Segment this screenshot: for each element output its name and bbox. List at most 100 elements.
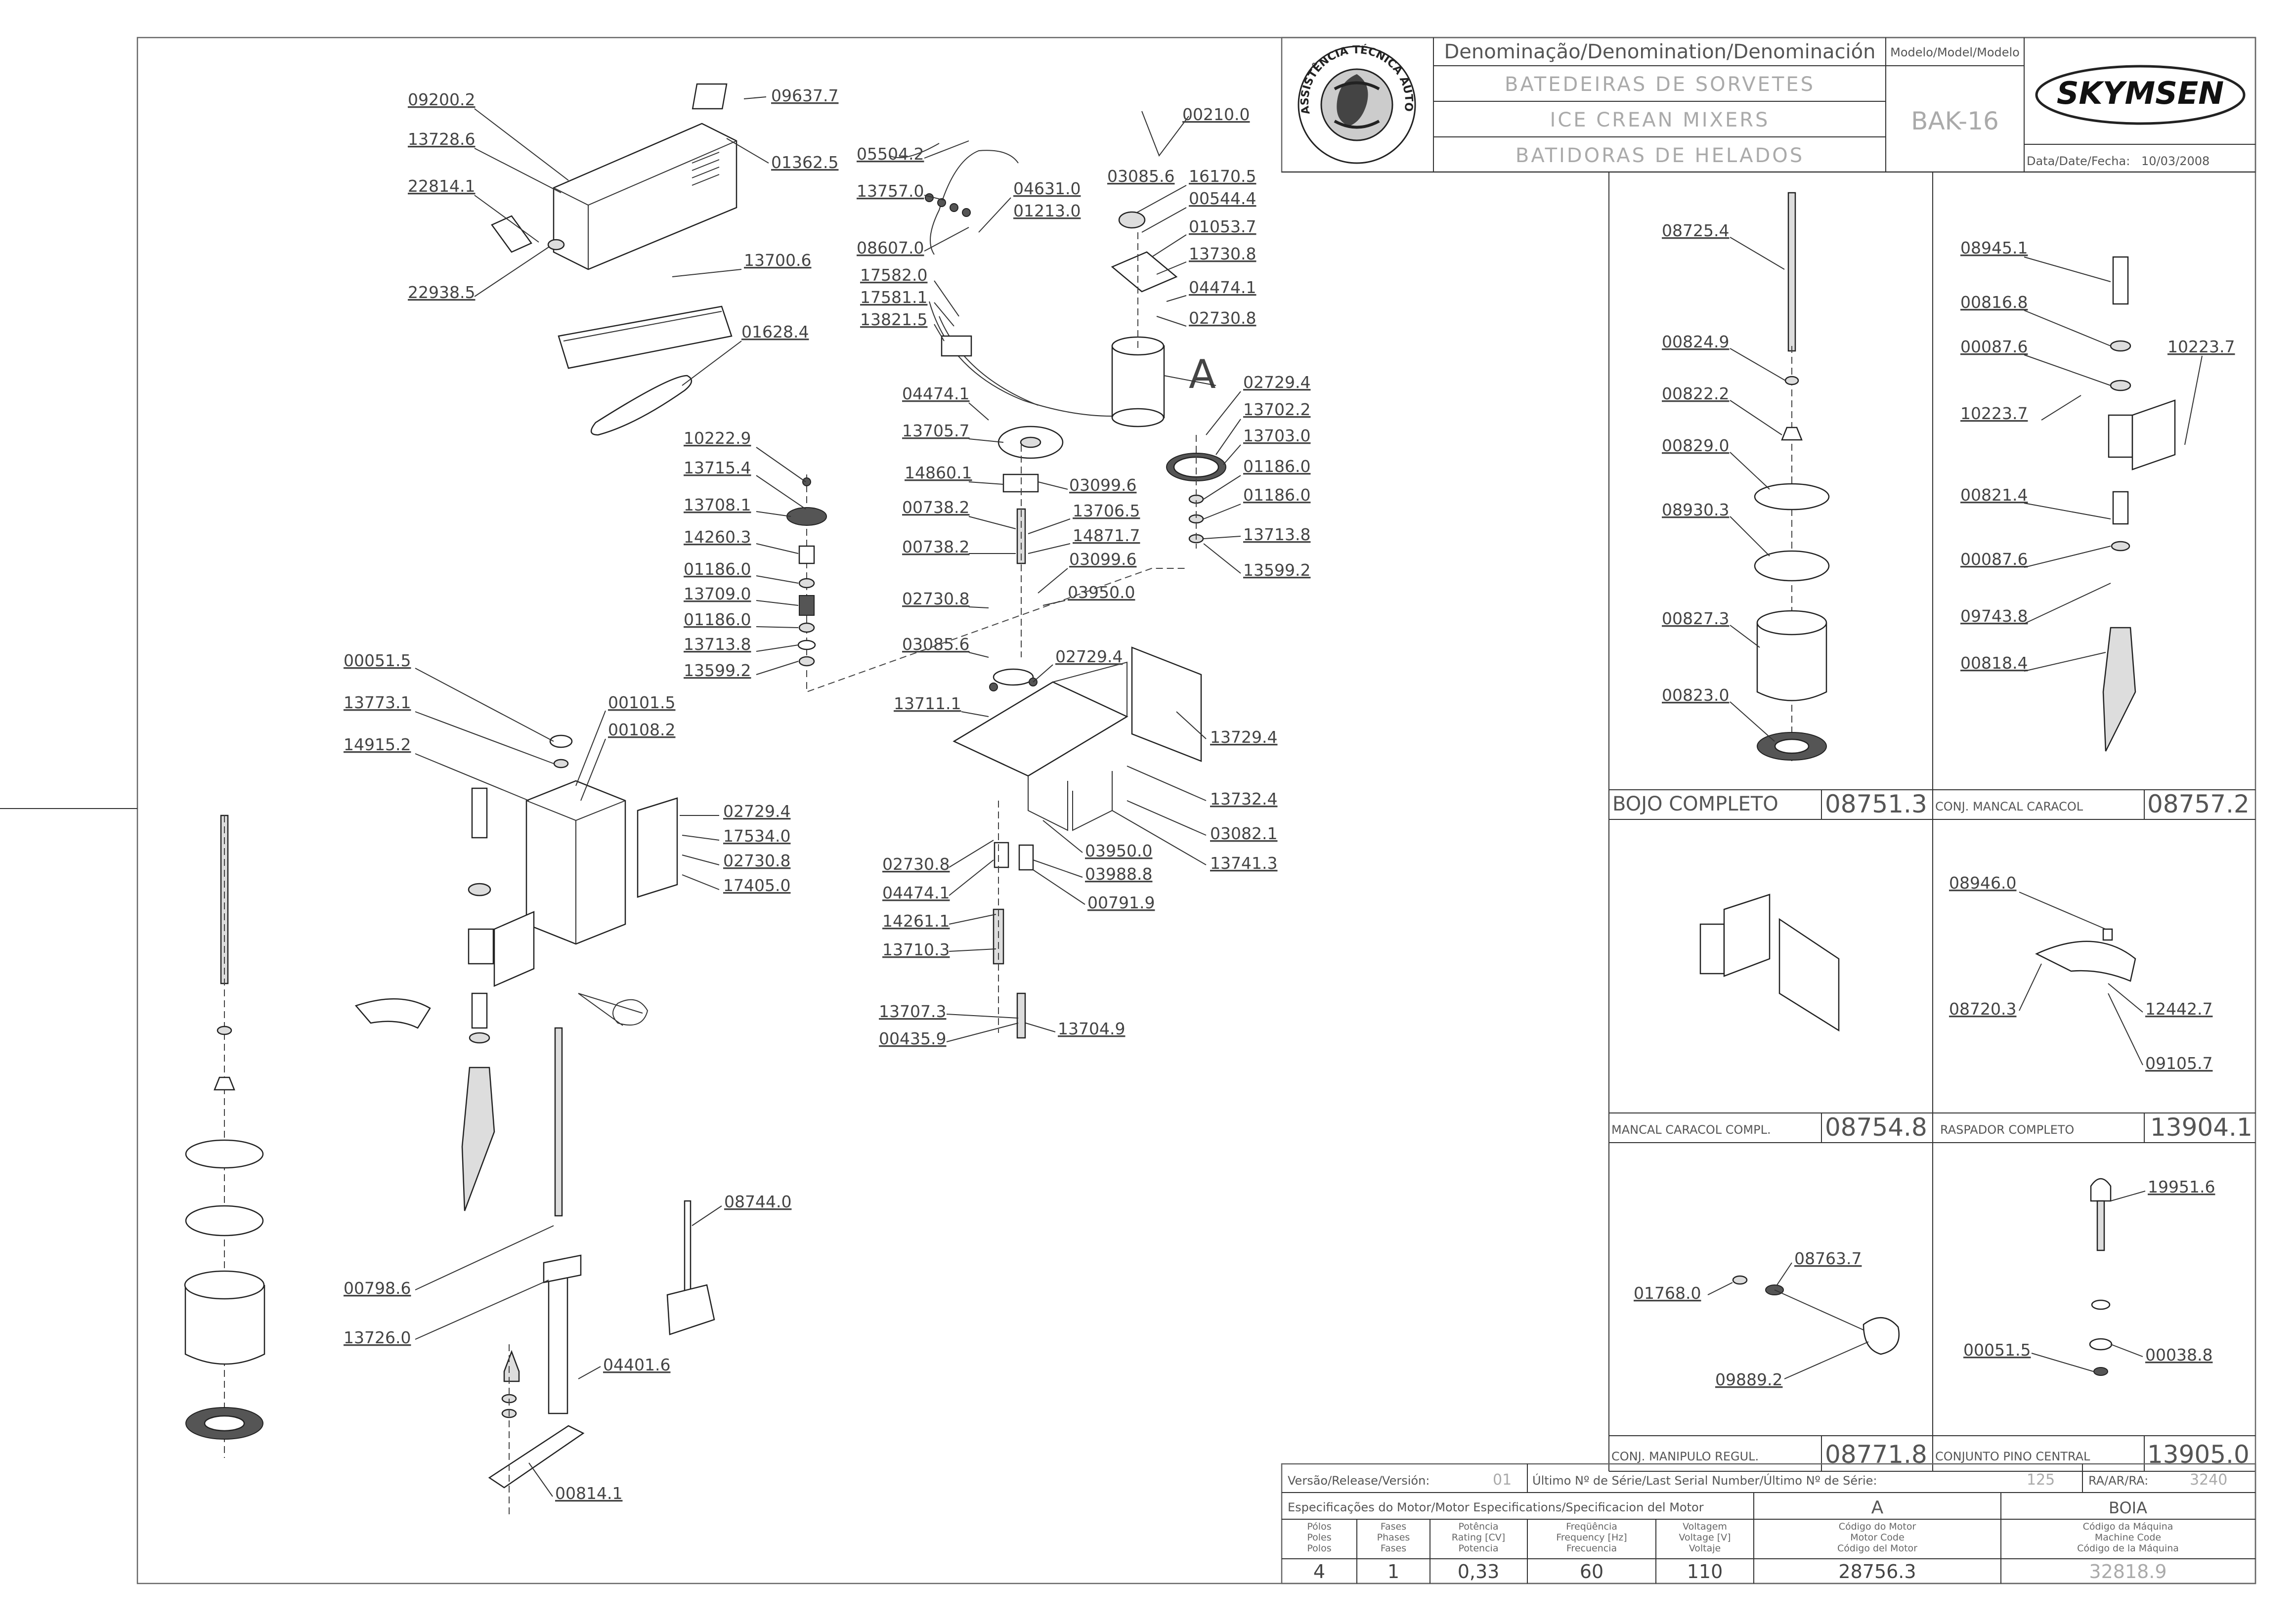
part-label: 00798.6	[344, 1279, 411, 1298]
poles-value: 4	[1313, 1561, 1325, 1582]
machine-code-value: 32818.9	[2089, 1561, 2166, 1582]
serial-value: 125	[2027, 1471, 2055, 1489]
part-label: 19951.6	[2148, 1177, 2215, 1197]
part-label: 13773.1	[344, 693, 411, 712]
callout-labels: 09200.2 09637.7 13728.6 01362.5 22814.1 …	[344, 86, 2235, 1503]
ra-value: 3240	[2190, 1471, 2227, 1489]
part-label: 02729.4	[1055, 647, 1123, 666]
svg-text:Freqüência: Freqüência	[1566, 1521, 1617, 1532]
svg-text:Potencia: Potencia	[1459, 1543, 1499, 1554]
part-label: 10223.7	[2167, 337, 2235, 356]
part-label: 13707.3	[879, 1002, 946, 1021]
part-label: 14871.7	[1073, 526, 1140, 545]
part-label: 08946.0	[1949, 873, 2016, 893]
part-label: 13728.6	[408, 129, 475, 149]
part-label: 08945.1	[1960, 238, 2028, 257]
denomination-title: Denominação/Denomination/Denominación	[1444, 41, 1875, 63]
part-label: 01186.0	[1243, 457, 1310, 476]
svg-text:Phases: Phases	[1377, 1532, 1410, 1543]
part-label: 13726.0	[344, 1328, 411, 1347]
part-label: 22814.1	[408, 176, 475, 196]
part-label: 13713.8	[684, 635, 751, 654]
part-label: 13730.8	[1189, 244, 1256, 263]
part-label: 03099.6	[1069, 550, 1136, 569]
part-label: 08763.7	[1794, 1249, 1862, 1268]
part-label: 13715.4	[684, 458, 751, 477]
assembly-name: BOJO COMPLETO	[1612, 793, 1778, 815]
part-label: 00816.8	[1960, 293, 2028, 312]
part-label: 05504.2	[857, 144, 924, 164]
voltage-value: 110	[1687, 1561, 1723, 1582]
part-label: 03085.6	[902, 635, 969, 654]
denomination-pt: BATEDEIRAS DE SORVETES	[1505, 73, 1815, 96]
part-label: 08725.4	[1662, 221, 1729, 240]
part-label: 02730.8	[1189, 308, 1256, 328]
denomination-en: ICE CREAN MIXERS	[1550, 109, 1770, 131]
ra-label: RA/AR/RA:	[2088, 1474, 2148, 1488]
part-label: 00738.2	[902, 498, 969, 517]
svg-text:Machine Code: Machine Code	[2095, 1532, 2161, 1543]
part-label: 13705.7	[902, 421, 969, 440]
part-label: 08744.0	[724, 1192, 791, 1211]
part-label: 08720.3	[1949, 999, 2016, 1019]
part-label: 12442.7	[2145, 999, 2212, 1019]
part-label: 01186.0	[684, 559, 751, 579]
part-label: 02729.4	[723, 802, 790, 821]
part-label: 00827.3	[1662, 609, 1729, 628]
skymsen-logo: SKYMSEN	[2035, 65, 2246, 125]
part-label: 00821.4	[1960, 485, 2028, 505]
part-label: 00829.0	[1662, 436, 1729, 455]
part-label: 01053.7	[1189, 217, 1256, 236]
part-label: 17534.0	[723, 826, 790, 846]
part-label: 03082.1	[1210, 824, 1277, 843]
part-label: 08930.3	[1662, 500, 1729, 519]
part-label: 00544.4	[1189, 189, 1256, 208]
part-label: 17581.1	[860, 288, 927, 307]
part-label: 13741.3	[1210, 854, 1277, 873]
part-label: 13821.5	[860, 310, 927, 329]
part-label: 13702.2	[1243, 400, 1310, 419]
svg-text:Frequency [Hz]: Frequency [Hz]	[1556, 1532, 1627, 1543]
svg-text:Código do Motor: Código do Motor	[1839, 1521, 1916, 1532]
part-label: 03988.8	[1085, 864, 1152, 884]
assembly-code: 08757.2	[2147, 790, 2250, 818]
part-label: 17582.0	[860, 265, 927, 285]
part-label: 13708.1	[684, 495, 751, 514]
part-label: 13704.9	[1058, 1019, 1125, 1038]
part-label: 14260.3	[684, 527, 751, 547]
part-label: 00824.9	[1662, 332, 1729, 351]
part-label: 00823.0	[1662, 685, 1729, 705]
version-label: Versão/Release/Versión:	[1288, 1474, 1430, 1488]
svg-text:Código da Máquina: Código da Máquina	[2083, 1521, 2173, 1532]
part-label: 13711.1	[894, 694, 961, 713]
serial-label: Último Nº de Série/Last Serial Number/Úl…	[1532, 1473, 1877, 1488]
part-label: 03950.0	[1068, 583, 1135, 602]
assembly-code: 08754.8	[1825, 1113, 1927, 1142]
assembly-name: CONJUNTO PINO CENTRAL	[1935, 1450, 2090, 1463]
part-label: 00101.5	[608, 693, 675, 712]
assembly-code: 08751.3	[1825, 790, 1927, 818]
part-label: 00822.2	[1662, 384, 1729, 403]
part-label: 00435.9	[879, 1029, 946, 1048]
part-label: 13713.8	[1243, 525, 1310, 544]
part-label: 01213.0	[1013, 201, 1081, 220]
assembly-code: 13904.1	[2150, 1113, 2253, 1142]
part-label: 13706.5	[1073, 501, 1140, 520]
assembly-panels: BOJO COMPLETO 08751.3 CONJ. MANCAL CARAC…	[1608, 172, 2255, 1472]
part-label: 09743.8	[1960, 606, 2028, 626]
part-label: 02729.4	[1243, 373, 1310, 392]
part-label: 02730.8	[882, 855, 950, 874]
part-label: 00087.6	[1960, 550, 2028, 569]
date-value: 10/03/2008	[2141, 154, 2209, 168]
svg-text:Rating [CV]: Rating [CV]	[1452, 1532, 1505, 1543]
assembly-name: RASPADOR COMPLETO	[1940, 1123, 2074, 1137]
power-value: 0,33	[1458, 1561, 1500, 1582]
drawing-border	[136, 37, 2256, 1584]
title-block: ASSISTÊNCIA TÉCNICA AUTORIZADA Denominaç…	[0, 0, 2256, 173]
motor-spec-label: Especificações do Motor/Motor Especifica…	[1288, 1500, 1704, 1514]
detail-a-marker: A	[1189, 351, 1216, 397]
part-label: 00210.0	[1182, 105, 1250, 124]
svg-text:Fases: Fases	[1381, 1543, 1406, 1554]
specification-table: Versão/Release/Versión: 01 Último Nº de …	[1281, 1463, 2256, 1584]
